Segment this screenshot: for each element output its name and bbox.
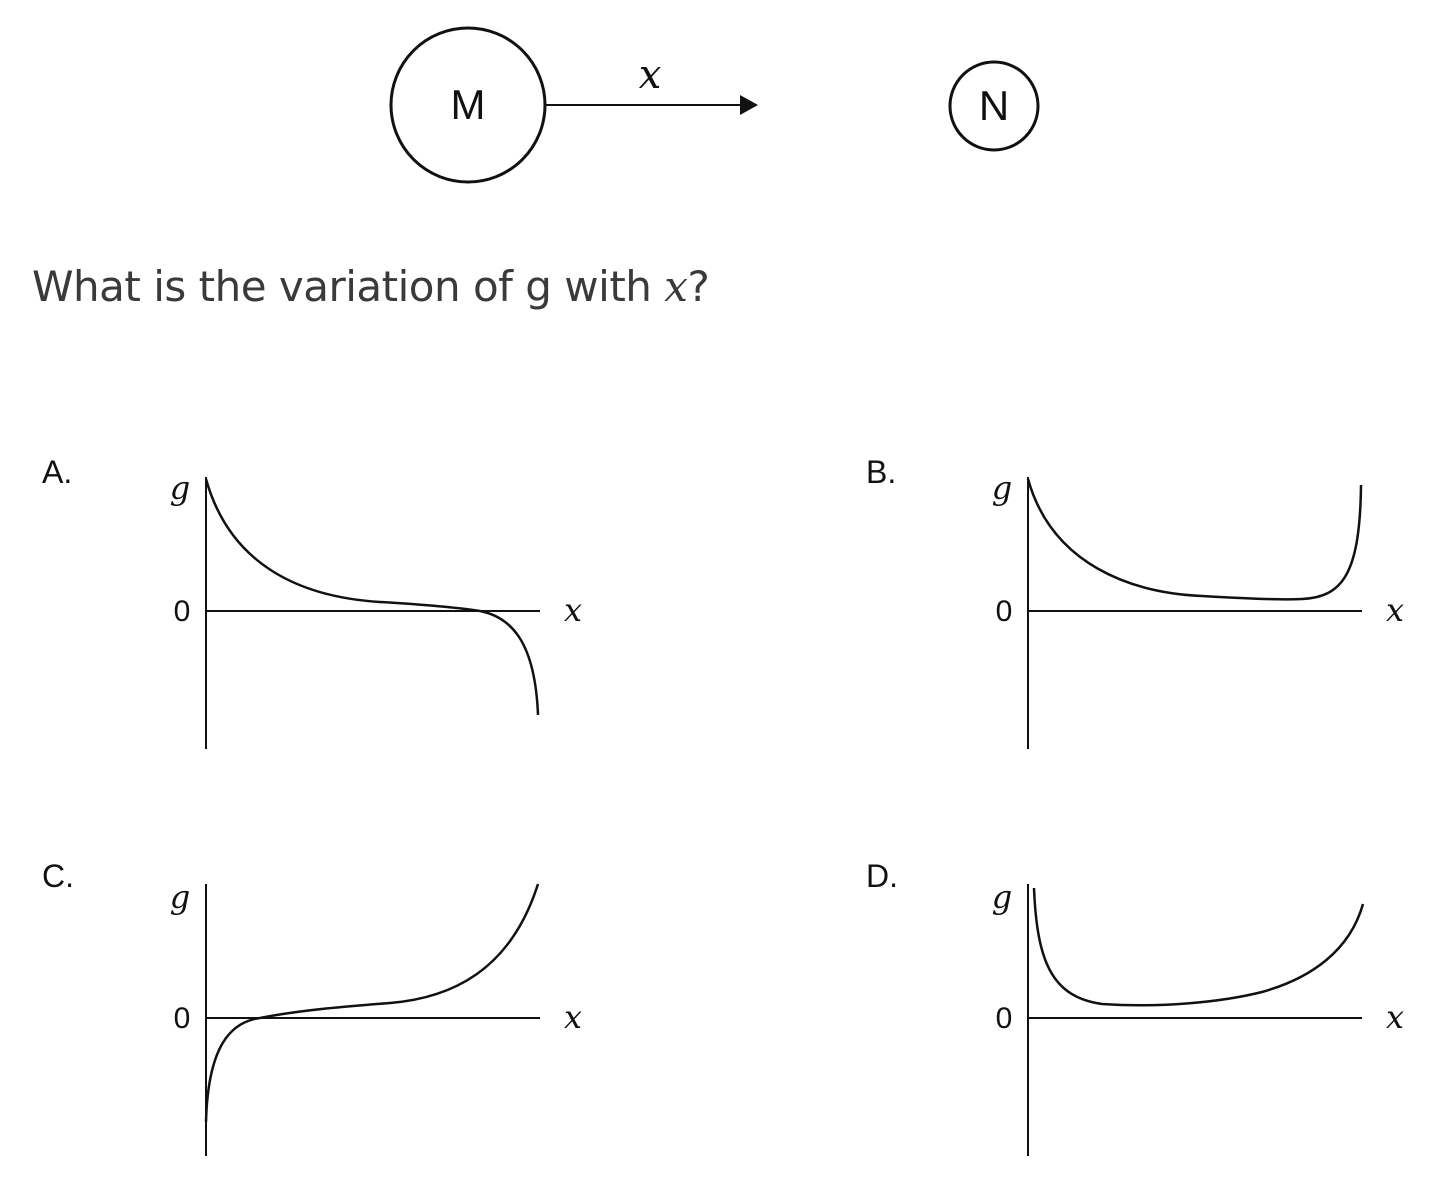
y-axis-label: g: [170, 878, 190, 916]
origin-label: 0: [996, 595, 1013, 628]
curve: [1032, 887, 1365, 1007]
y-axis-label: g: [992, 469, 1012, 507]
x-axis-label: x: [1386, 591, 1404, 629]
origin-label: 0: [174, 1002, 191, 1035]
y-axis-label: g: [992, 878, 1012, 916]
origin-label: 0: [174, 595, 191, 628]
masses-diagram: M x N: [389, 26, 1040, 184]
mass-n-label: N: [979, 82, 1009, 129]
distance-arrow-head: [740, 95, 758, 115]
mass-m-label: M: [451, 81, 486, 128]
question-text-after: ?: [687, 262, 710, 311]
mass-n-circle: [948, 60, 1040, 152]
curve: [204, 883, 540, 1123]
curve: [204, 478, 540, 716]
option-d-letter[interactable]: D.: [866, 858, 898, 894]
x-axis-label: x: [564, 591, 582, 629]
option-a-letter[interactable]: A.: [42, 454, 73, 490]
y-axis-label: g: [170, 469, 190, 507]
question-text-before: What is the variation of g with: [32, 262, 665, 311]
x-axis-label: x: [564, 998, 582, 1036]
option-c-letter[interactable]: C.: [42, 858, 74, 894]
question-text: What is the variation of g with x?: [32, 262, 710, 311]
option-c-graph[interactable]: g 0 x: [160, 872, 600, 1162]
distance-label: x: [639, 52, 662, 98]
option-b-graph[interactable]: g 0 x: [982, 465, 1422, 755]
option-a-graph[interactable]: g 0 x: [160, 465, 600, 755]
origin-label: 0: [996, 1002, 1013, 1035]
option-b-letter[interactable]: B.: [866, 454, 897, 490]
option-d-graph[interactable]: g 0 x: [982, 872, 1422, 1162]
question-variable: x: [664, 262, 688, 311]
x-axis-label: x: [1386, 998, 1404, 1036]
curve: [1026, 478, 1363, 601]
